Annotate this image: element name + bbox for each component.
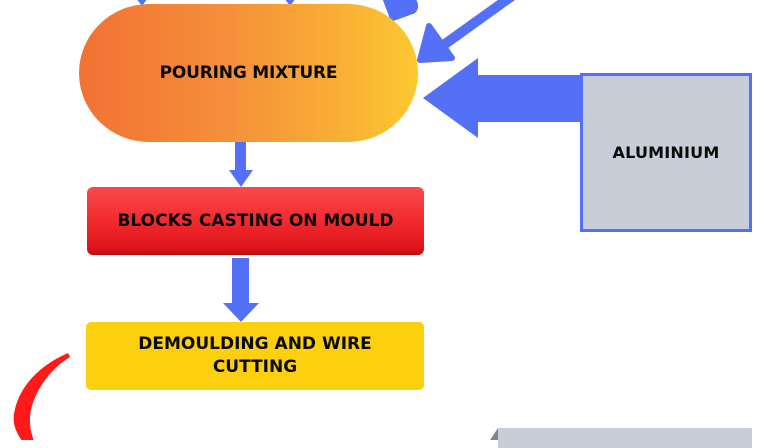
arrow-pour-to-cast-shaft xyxy=(235,142,246,172)
arrow-cast-to-demould-shaft xyxy=(232,258,249,304)
node-aluminium-label: ALUMINIUM xyxy=(612,142,720,162)
arrow-cast-to-demould-head xyxy=(223,303,259,322)
node-demoulding: DEMOULDING AND WIRE CUTTING xyxy=(86,322,424,390)
arrow-aluminium-to-pouring xyxy=(423,58,582,138)
arrow-diagonal-shaft xyxy=(440,0,515,49)
node-pouring-mixture: POURING MIXTURE xyxy=(79,4,418,142)
node-pouring-mixture-label: POURING MIXTURE xyxy=(159,62,338,83)
arrow-diagonal-head xyxy=(417,23,455,63)
node-blocks-casting: BLOCKS CASTING ON MOULD xyxy=(87,187,424,255)
node-aluminium: ALUMINIUM xyxy=(580,73,752,232)
arrow-top-right xyxy=(382,0,419,22)
arrow-top-center xyxy=(285,0,295,6)
arrow-pour-to-cast-head xyxy=(229,170,253,187)
arrow-top-left xyxy=(137,0,147,6)
node-blocks-casting-label: BLOCKS CASTING ON MOULD xyxy=(117,210,394,231)
node-demoulding-label: DEMOULDING AND WIRE CUTTING xyxy=(138,334,372,377)
bottom-grey-box xyxy=(498,428,752,448)
bottom-box-bevel xyxy=(490,428,498,440)
curved-arrow-red xyxy=(13,353,70,440)
